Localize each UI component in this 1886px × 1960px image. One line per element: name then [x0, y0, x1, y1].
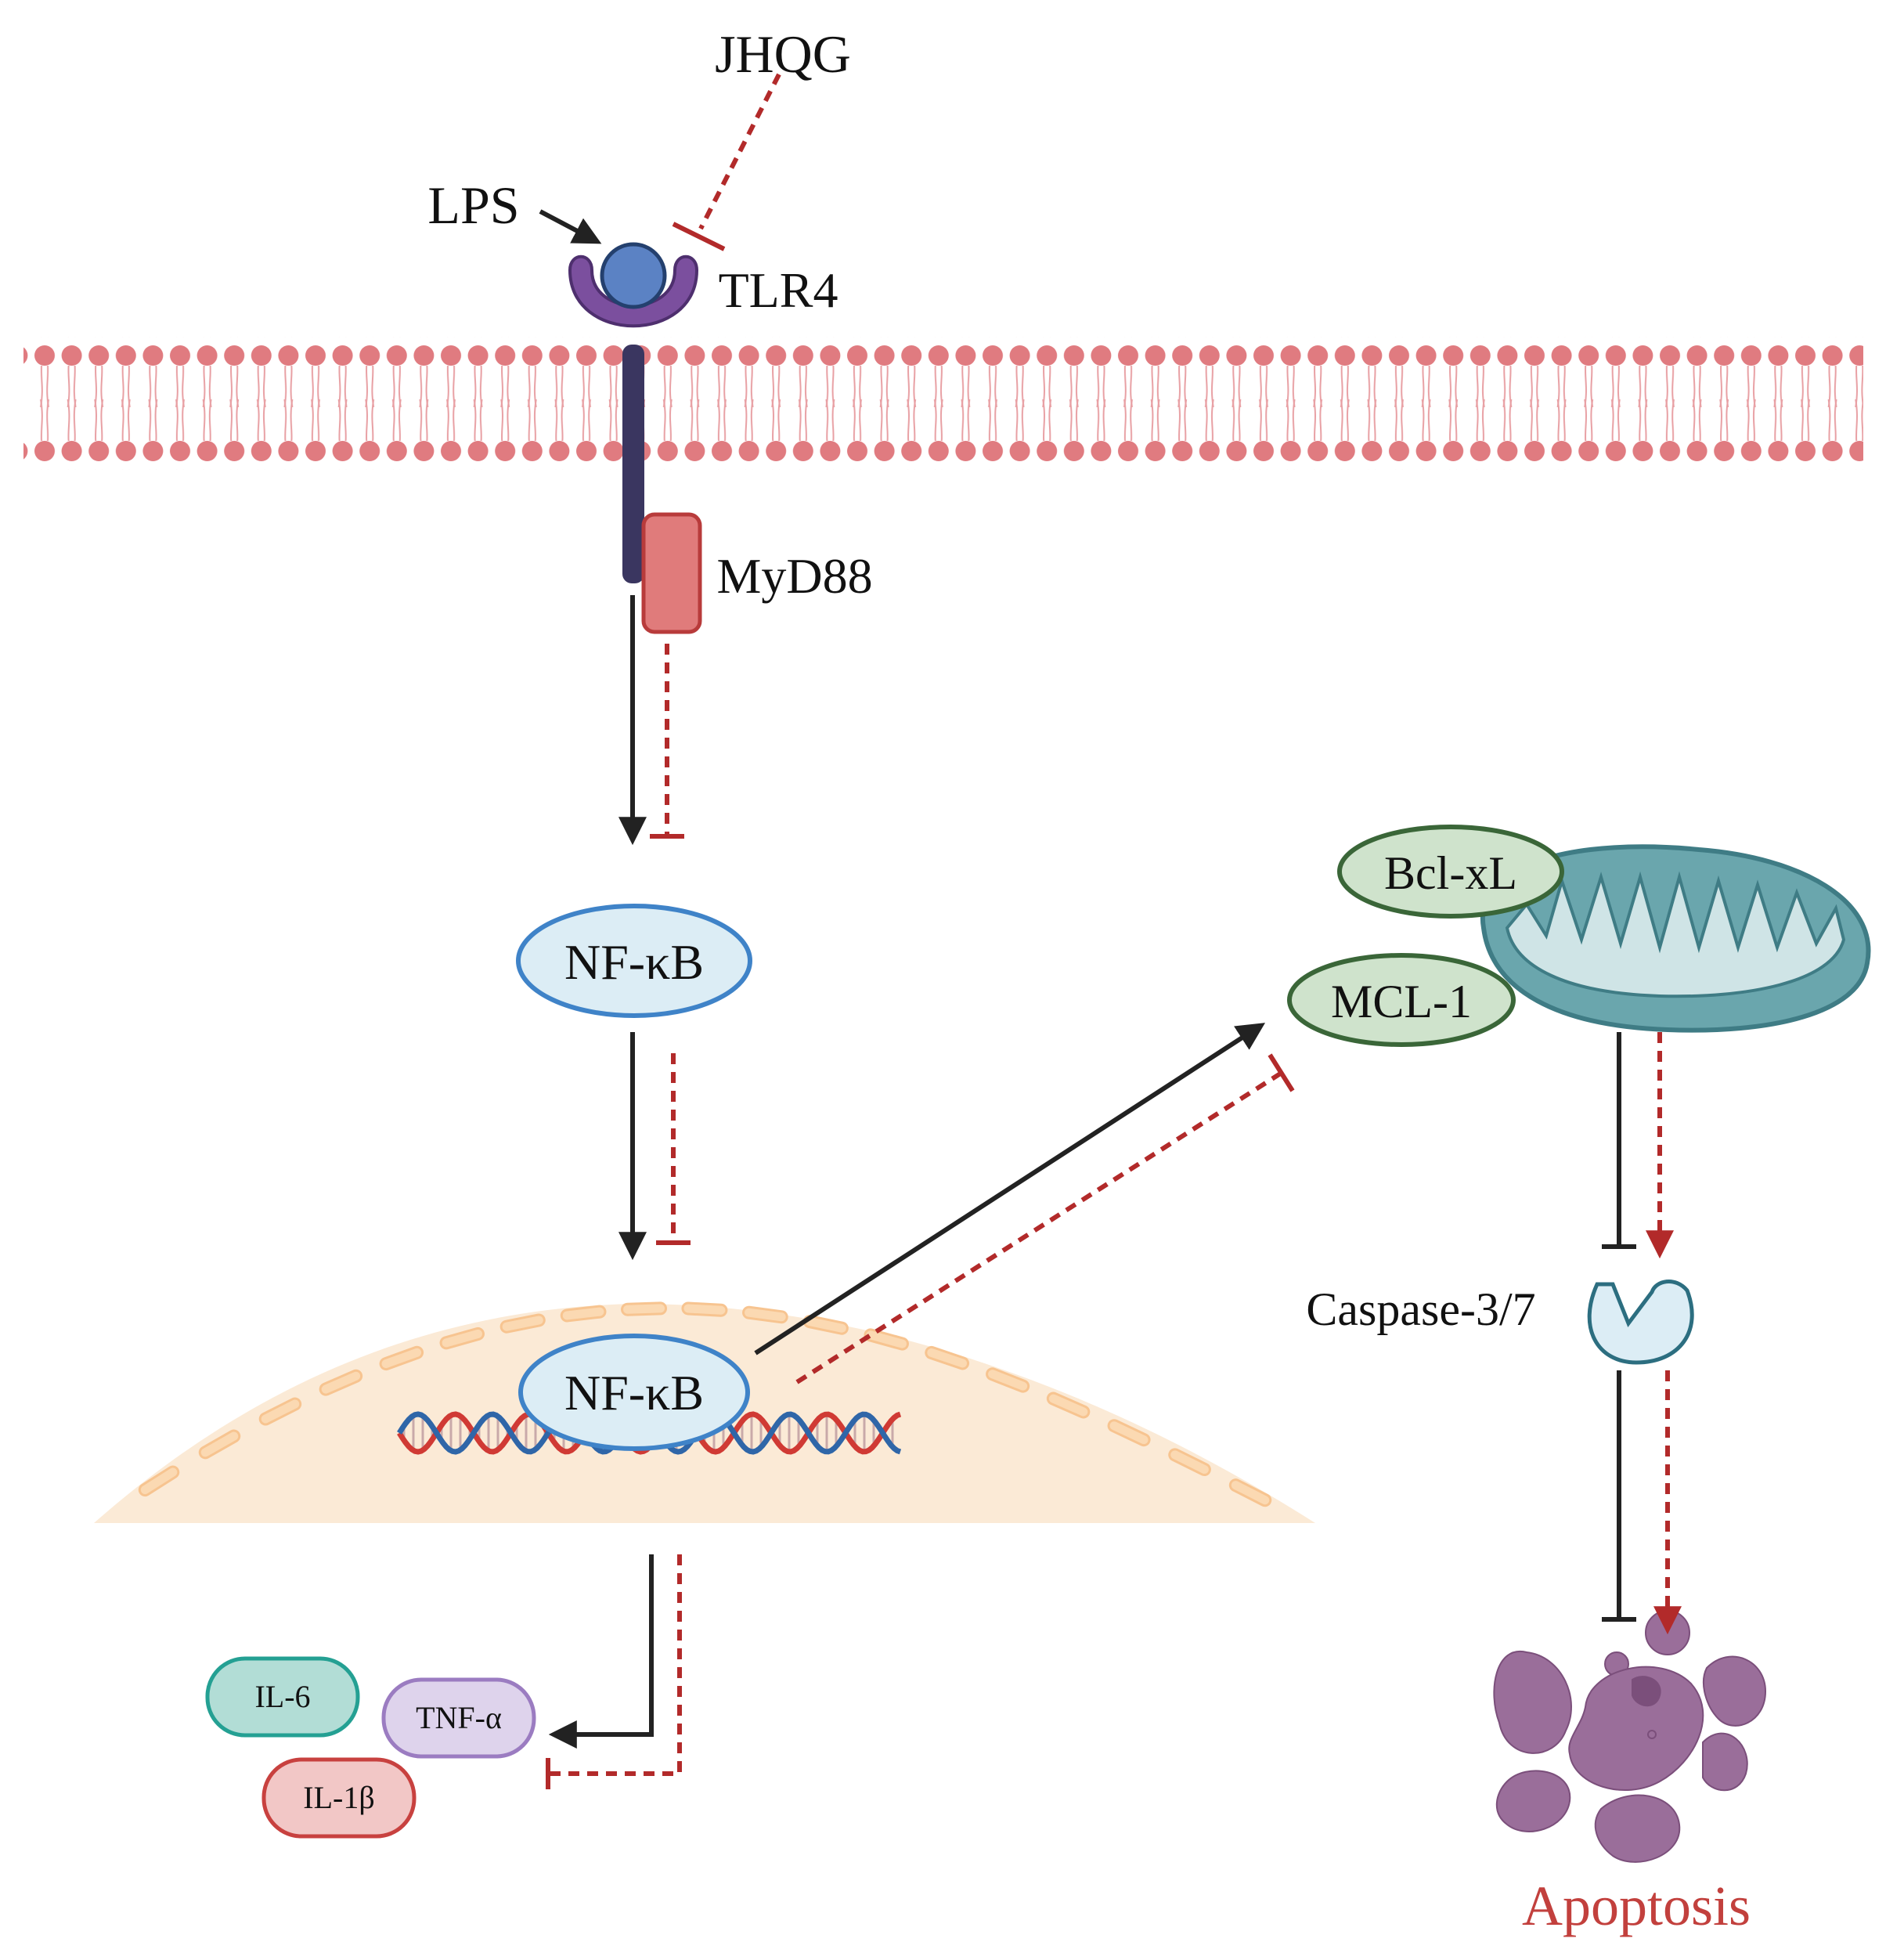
nuclear-pore	[864, 1328, 909, 1351]
nuclear-pore	[621, 1301, 668, 1316]
il6-label: IL-6	[254, 1679, 310, 1714]
tlr4-label: TLR4	[719, 262, 838, 318]
lps-ligand	[600, 242, 667, 309]
inhibition-effects	[546, 73, 1682, 1789]
caspase-label: Caspase-3/7	[1306, 1283, 1535, 1335]
mcl1-label: MCL-1	[1331, 976, 1472, 1027]
lps-label: LPS	[427, 175, 519, 235]
nfkb-cytoplasm-ellipse	[516, 904, 752, 1018]
il1b-label: IL-1β	[303, 1780, 374, 1815]
nuclear-pore	[1168, 1448, 1211, 1477]
tnfa-label: TNF-α	[416, 1700, 502, 1735]
jhqg-label: JHQG	[715, 24, 851, 84]
lps-arrow	[539, 209, 602, 244]
cell-membrane	[23, 337, 1863, 470]
nfkb-mcl1-inhibition	[795, 1070, 1283, 1384]
nuclear-pore	[681, 1301, 728, 1317]
nfkb-to-mcl1-arrow	[754, 1023, 1266, 1355]
nuclear-pore	[1228, 1478, 1272, 1507]
nfkb-to-cytokines-arrow	[548, 1554, 654, 1749]
nuclear-pore	[258, 1397, 302, 1426]
nuclear-pore	[1046, 1391, 1091, 1419]
nfkb-cytokine-inhibition	[548, 1554, 682, 1776]
nuclear-pore	[439, 1327, 485, 1350]
il6-pill	[205, 1656, 360, 1738]
nuclear-pore	[560, 1305, 607, 1323]
bclxl-ellipse	[1337, 825, 1564, 919]
nuclear-pore	[499, 1313, 546, 1334]
mitochondrion	[1480, 844, 1871, 1033]
nuclear-pore	[198, 1429, 241, 1460]
nuclear-pore	[1107, 1419, 1151, 1447]
nuclear-pore	[138, 1465, 180, 1497]
jhqg-to-tlr4-inhibition	[698, 73, 781, 230]
text-labels: JHQG LPS TLR4 MyD88 NF-κB NF-κB Bcl-xL M…	[254, 24, 1751, 1937]
mcl1-ellipse	[1287, 953, 1516, 1047]
il1b-pill	[261, 1757, 417, 1839]
nfkb-nucleus-ellipse	[518, 1334, 750, 1451]
nuclear-pore	[986, 1367, 1030, 1393]
nuclear-pore	[319, 1369, 363, 1396]
myd88-label: MyD88	[716, 548, 872, 604]
apoptosis-label: Apoptosis	[1522, 1875, 1751, 1937]
nuclear-pore	[742, 1305, 788, 1324]
nfkb-nucleus-label: NF-κB	[564, 1365, 704, 1420]
apoptotic-cell	[1493, 1610, 1767, 1863]
nuclear-pore	[379, 1345, 424, 1371]
tnfa-pill	[381, 1677, 536, 1759]
bclxl-label: Bcl-xL	[1384, 847, 1517, 899]
activation-arrows	[539, 209, 1636, 1749]
tlr4-receptor	[568, 242, 699, 583]
myd88-protein	[641, 512, 702, 634]
nfkb-cytoplasm-label: NF-κB	[564, 934, 704, 990]
caspase-enzyme	[1587, 1280, 1694, 1365]
nuclear-pore	[925, 1345, 970, 1370]
